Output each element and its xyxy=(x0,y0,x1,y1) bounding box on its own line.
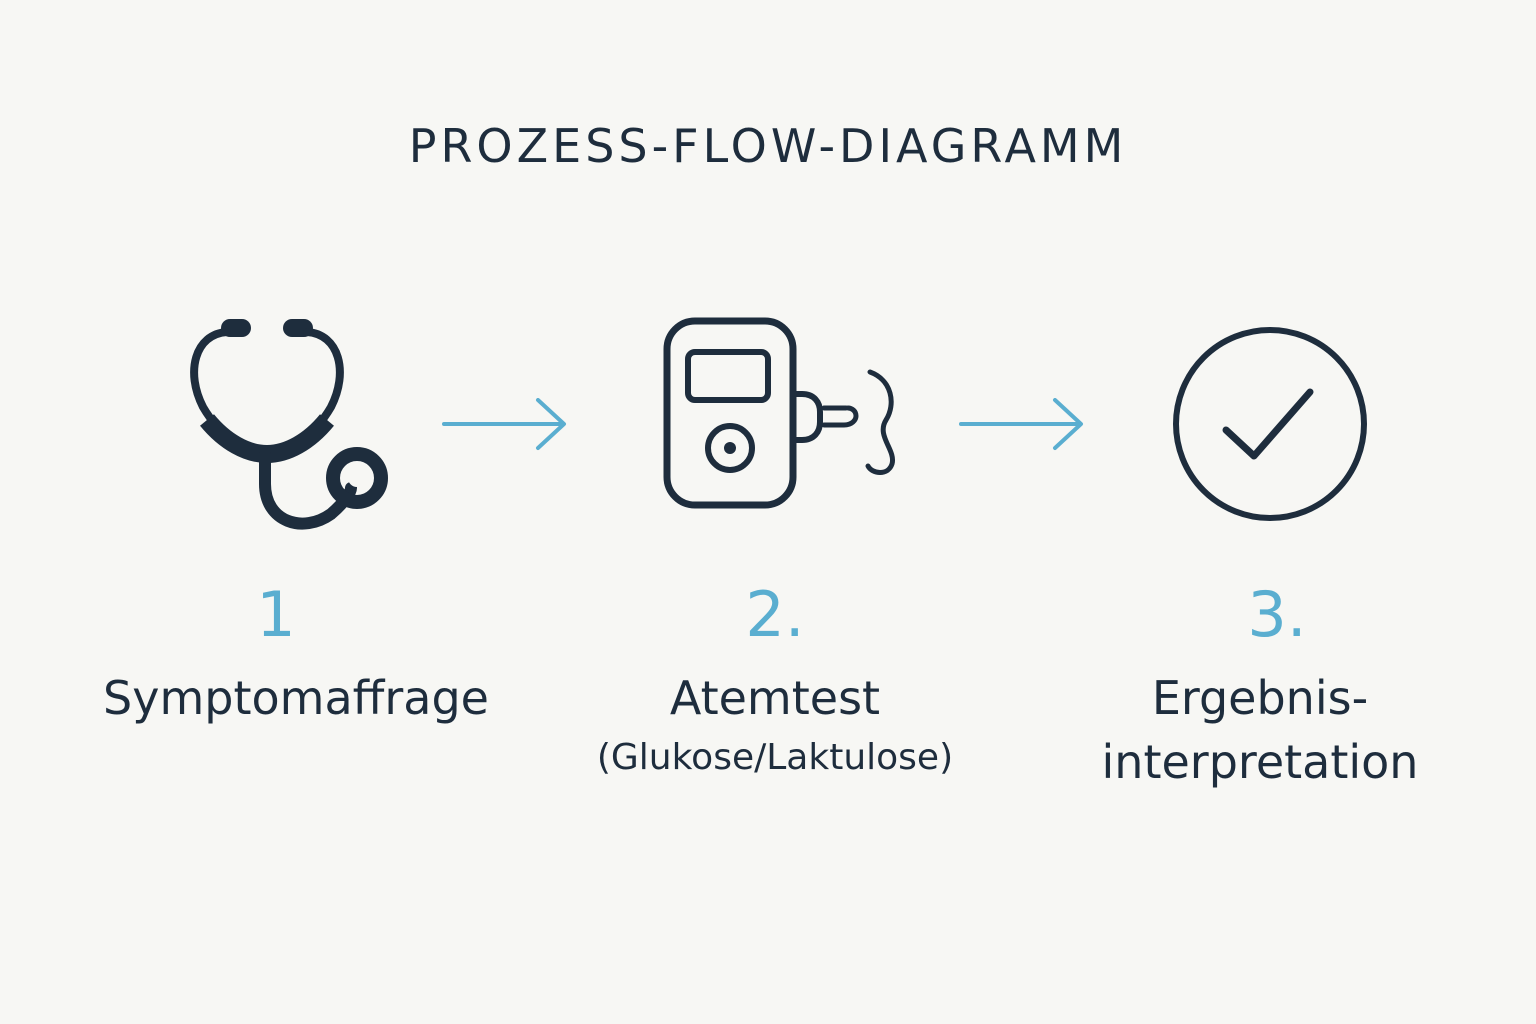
step-label-main: Atemtest xyxy=(669,671,881,725)
step-label-main: Ergebnis- xyxy=(1151,671,1369,725)
stethoscope-icon xyxy=(190,319,388,530)
step-label: Symptomaffrage xyxy=(46,666,546,730)
step-label: Ergebnis- interpretation xyxy=(1010,666,1510,794)
step-label: Atemtest (Glukose/Laktulose) xyxy=(525,666,1025,786)
breath-test-device-icon xyxy=(663,317,895,509)
step-label-sub: (Glukose/Laktulose) xyxy=(596,737,954,778)
flow-arrow xyxy=(442,398,566,450)
step-number: 3. xyxy=(1247,578,1307,651)
flow-arrow xyxy=(959,398,1083,450)
step-label-main: Symptomaffrage xyxy=(103,671,489,725)
check-circle-icon xyxy=(1173,327,1367,521)
step-label-sub: interpretation xyxy=(1101,735,1419,789)
diagram-title: PROZESS-FLOW-DIAGRAMM xyxy=(408,119,1128,173)
step-number: 1 xyxy=(256,578,296,651)
step-number: 2. xyxy=(745,578,805,651)
